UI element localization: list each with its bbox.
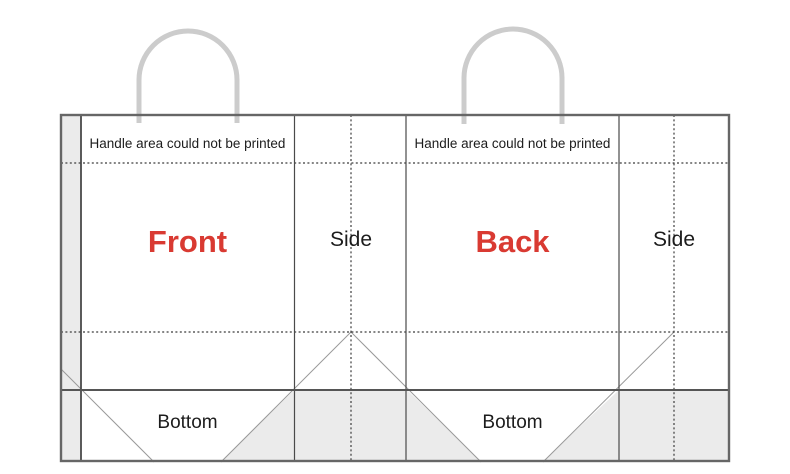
crease-left-gusset-down xyxy=(350,331,482,463)
bag-handle-left xyxy=(136,28,240,123)
crease-lines xyxy=(60,331,675,463)
side-panel-label-right: Side xyxy=(652,228,696,251)
back-panel-label: Back xyxy=(475,224,550,259)
bottom-panel-label-left: Bottom xyxy=(157,412,218,433)
handle-warning-front: Handle area could not be printed xyxy=(89,136,286,151)
handle-warning-back: Handle area could not be printed xyxy=(414,136,611,151)
crease-right-gusset-up xyxy=(542,331,675,463)
dotted-fold-guides xyxy=(61,115,729,461)
bag-handle-right xyxy=(461,26,565,124)
front-panel-label: Front xyxy=(147,224,228,259)
bottom-gusset-shade-left xyxy=(221,390,481,461)
bottom-panel-label-right: Bottom xyxy=(482,412,543,433)
crease-glue-corner xyxy=(60,368,155,463)
glue-strip-shade xyxy=(61,114,81,461)
bottom-gusset-shade-right xyxy=(543,390,729,461)
panel-separators xyxy=(80,115,620,461)
crease-left-gusset-up xyxy=(220,331,352,463)
bag-outline xyxy=(59,113,731,463)
side-panel-label-left: Side xyxy=(329,228,373,251)
